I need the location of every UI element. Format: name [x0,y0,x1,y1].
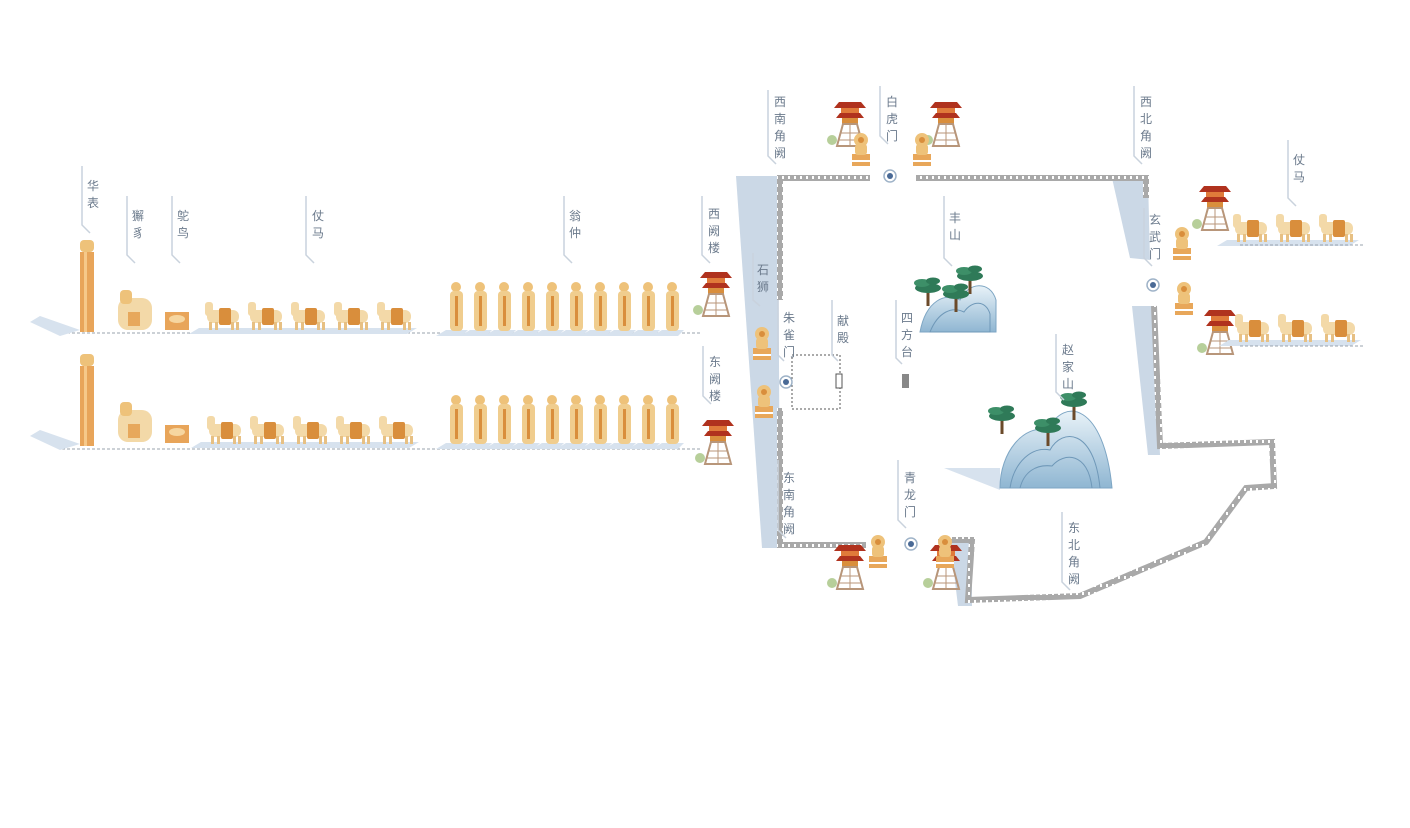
label-tuoniao: 鸵鸟 [176,209,189,240]
label-xinanjiaoque: 西南角阙 [773,95,786,160]
label-xiandian: 献殿 [836,314,849,345]
altar-icon [902,374,909,388]
label-dongquelou: 东阙楼 [708,355,721,403]
offering-hall-icon [835,373,843,389]
northwest-tower-icon [1191,185,1232,231]
label-zhangma-west: 仗马 [311,209,324,240]
label-xibeijiaoque: 西北角阙 [1139,95,1152,160]
label-huabiao: 华表 [86,179,99,210]
southeast-corner-tower-icon [826,544,867,590]
xuanwu-tower-icon [1196,309,1237,355]
xiezhi-icon [118,402,152,442]
fengshan-mountain-icon [914,265,997,333]
label-zhaojiashan: 赵家山 [1061,343,1074,391]
stone-lion-icon [1175,282,1193,315]
label-xiquelou: 西阙楼 [707,207,720,255]
label-xuanwumen: 玄武门 [1148,213,1161,261]
label-xiezhi: 獬豸 [131,209,144,240]
offering-hall-precinct [791,354,841,410]
baihu-gate-marker-icon [883,169,897,183]
xuanwu-gate-marker-icon [1146,278,1160,292]
label-wengzhong: 翁仲 [568,209,581,240]
ostrich-icon [165,312,189,330]
west-que-tower-icon [692,271,733,317]
huabiao-pillar-icon [30,354,94,450]
label-dongnanjiaoque: 东南角阙 [782,471,795,536]
zhuque-gate-marker-icon [779,375,793,389]
label-baihumen: 白虎门 [885,95,898,143]
label-zhuquemen: 朱雀门 [782,311,795,359]
wengzhong-row-south [436,395,684,449]
horse-row-east-south [1219,314,1365,347]
label-fengshan: 丰山 [948,211,961,242]
qinglong-gate-marker-icon [904,537,918,551]
east-que-tower-icon [694,419,735,465]
wengzhong-row-north [436,282,684,336]
xiezhi-icon [118,290,152,330]
ostrich-icon [165,425,189,443]
huabiao-pillar-icon [30,240,94,336]
horse-row-east-north [1217,214,1365,246]
enclosure-wall [777,175,1278,604]
stone-lion-icon [913,133,931,166]
horse-row-south [191,416,419,448]
stone-lion-icon [869,535,887,568]
label-sifangtai: 四方台 [900,311,913,359]
stone-lion-icon [1173,227,1191,260]
label-qinglongmen: 青龙门 [903,471,916,519]
label-leaders [81,86,1297,591]
stone-lion-icon [852,133,870,166]
zhaojiashan-mountain-icon [944,391,1113,490]
label-dongbeijiaoque: 东北角阙 [1067,521,1080,586]
label-zhangma-east: 仗马 [1292,153,1305,184]
horse-row-north [189,302,417,334]
label-shishi: 石狮 [756,263,769,294]
